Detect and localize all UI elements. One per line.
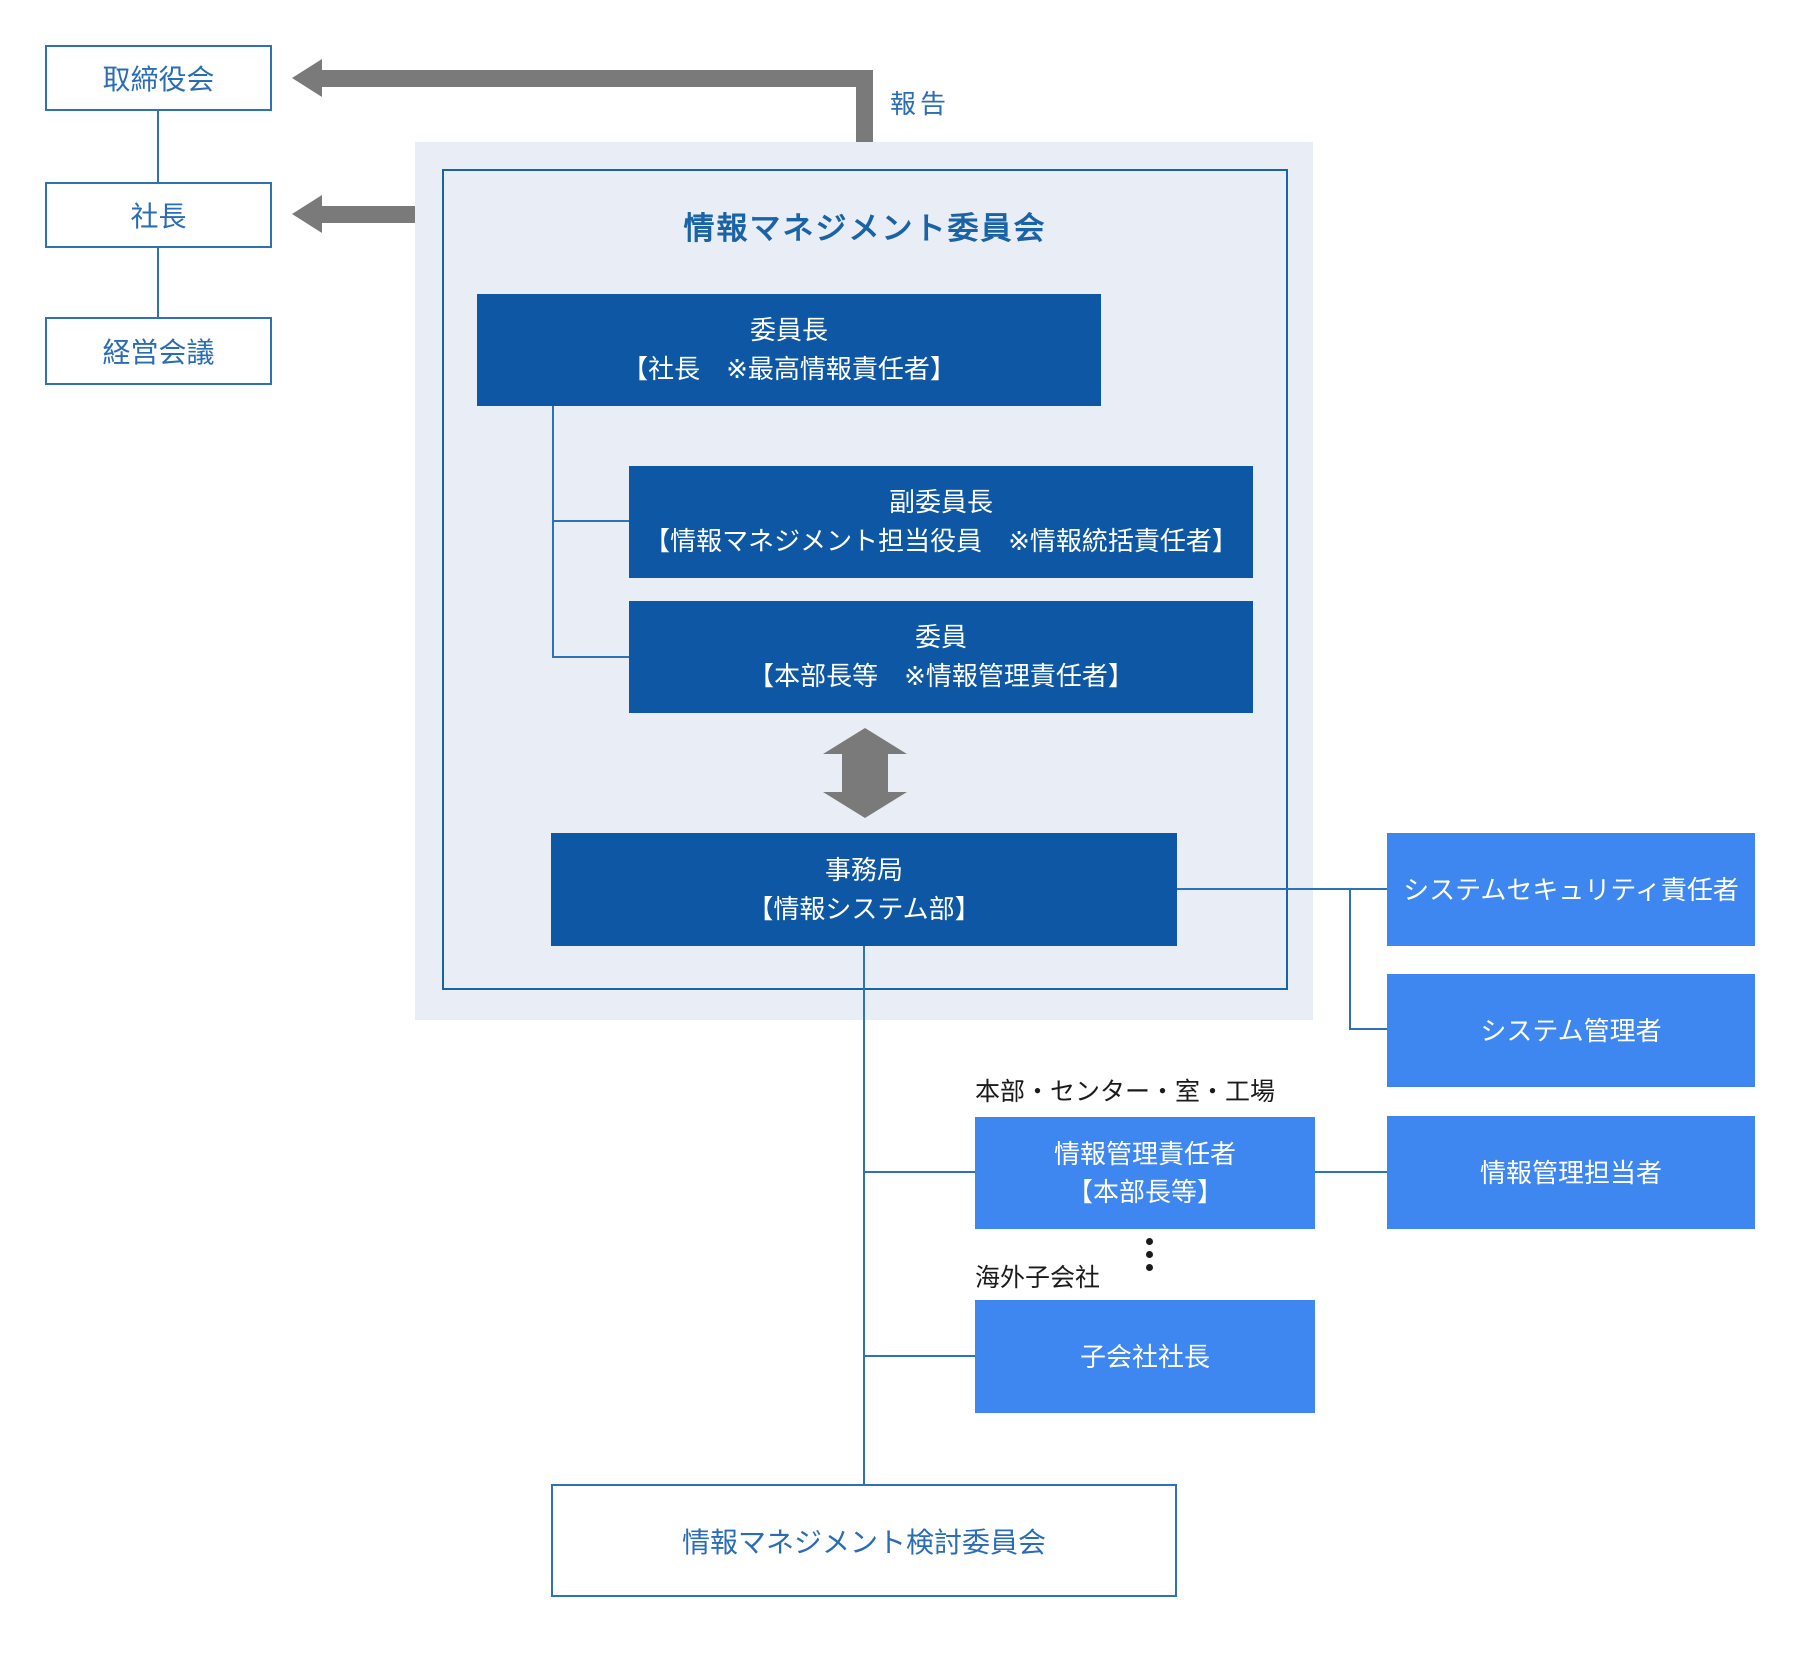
vice-chairman-box: 副委員長 【情報マネジメント担当役員 ※情報統括責任者】 xyxy=(629,466,1253,578)
member-box: 委員 【本部長等 ※情報管理責任者】 xyxy=(629,601,1253,713)
system-administrator-label: システム管理者 xyxy=(1480,1015,1662,1046)
management-meeting-label: 経営会議 xyxy=(102,337,215,368)
connector-secretariat-security xyxy=(1177,888,1387,890)
secretariat-role: 事務局 xyxy=(824,854,903,885)
subsidiary-president-label: 子会社社長 xyxy=(1079,1341,1210,1372)
connector-secretariat-main xyxy=(863,946,865,1484)
president-box: 社長 xyxy=(45,182,272,248)
info-management-officer-box: 情報管理責任者 【本部長等】 xyxy=(975,1117,1315,1229)
report-arrow-to-president-head-icon xyxy=(292,195,322,233)
connector-president-meeting xyxy=(157,248,159,317)
board-of-directors-box: 取締役会 xyxy=(45,45,272,111)
info-management-staff-box: 情報管理担当者 xyxy=(1387,1116,1755,1229)
connector-officer-staff xyxy=(1315,1171,1387,1173)
committee-title: 情報マネジメント委員会 xyxy=(683,211,1047,246)
info-management-staff-label: 情報管理担当者 xyxy=(1479,1157,1662,1188)
connector-to-admin xyxy=(1349,1028,1387,1030)
chairman-detail: 【社長 ※最高情報責任者】 xyxy=(622,354,956,384)
connector-to-division-officer xyxy=(863,1171,975,1173)
chairman-role: 委員長 xyxy=(749,315,828,345)
system-security-officer-label: システムセキュリティ責任者 xyxy=(1403,874,1739,905)
report-label: 報告 xyxy=(890,89,951,119)
vice-chairman-role: 副委員長 xyxy=(888,487,993,517)
secretariat-detail: 【情報システム部】 xyxy=(747,893,981,924)
vice-chairman-detail: 【情報マネジメント担当役員 ※情報統括責任者】 xyxy=(644,526,1238,556)
connector-chairman-branch xyxy=(552,406,554,658)
president-label: 社長 xyxy=(130,201,187,232)
ellipsis-dots-icon xyxy=(1146,1238,1153,1271)
connector-to-member xyxy=(552,656,629,658)
system-administrator-box: システム管理者 xyxy=(1387,974,1755,1087)
member-role: 委員 xyxy=(914,622,967,652)
report-arrow-to-board-shaft xyxy=(322,70,873,87)
secretariat-box: 事務局 【情報システム部】 xyxy=(551,833,1177,946)
report-arrow-to-president-shaft xyxy=(322,206,415,223)
subsidiary-president-box: 子会社社長 xyxy=(975,1300,1315,1413)
connector-board-president xyxy=(157,111,159,182)
report-arrow-to-board-vertical xyxy=(856,70,873,142)
connector-to-subsidiary xyxy=(863,1355,975,1357)
divisions-label: 本部・センター・室・工場 xyxy=(975,1078,1276,1106)
info-management-officer-detail: 【本部長等】 xyxy=(1066,1177,1223,1207)
chairman-box: 委員長 【社長 ※最高情報責任者】 xyxy=(477,294,1101,406)
connector-security-admin-branch xyxy=(1349,888,1351,1030)
member-detail: 【本部長等 ※情報管理責任者】 xyxy=(748,661,1134,691)
board-of-directors-label: 取締役会 xyxy=(102,64,215,95)
info-management-officer-role: 情報管理責任者 xyxy=(1053,1139,1236,1169)
review-committee-label: 情報マネジメント検討委員会 xyxy=(681,1526,1046,1558)
report-arrow-to-board-head-icon xyxy=(292,59,322,97)
overseas-label: 海外子会社 xyxy=(975,1264,1101,1292)
committee-panel-border xyxy=(442,169,1288,990)
system-security-officer-box: システムセキュリティ責任者 xyxy=(1387,833,1755,946)
connector-to-vice-chairman xyxy=(552,520,629,522)
management-meeting-box: 経営会議 xyxy=(45,317,272,385)
review-committee-box: 情報マネジメント検討委員会 xyxy=(551,1484,1177,1597)
